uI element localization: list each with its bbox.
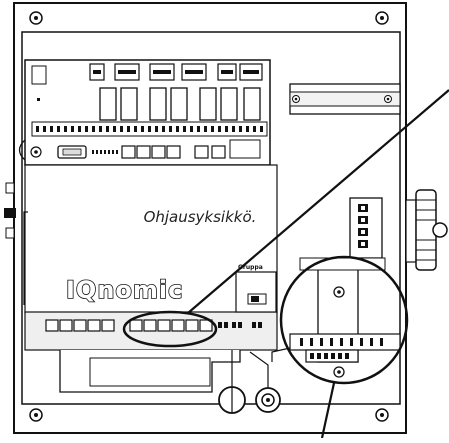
power-module-switch-knob (251, 296, 259, 302)
middle-terminal-slots (36, 126, 263, 132)
board-led (37, 98, 40, 101)
power-module (235, 271, 277, 313)
header-pins (92, 150, 118, 154)
component-mark: Gruppa (238, 264, 263, 271)
corner-screw-icon (29, 408, 43, 422)
cable-run (249, 351, 269, 388)
board-connector-block (229, 139, 261, 159)
side-cable (23, 211, 28, 305)
hinge-left-bottom (5, 227, 15, 239)
serial-port-inner (62, 148, 82, 156)
board-side-cable (18, 139, 26, 161)
din-rail-screw-icon (384, 95, 392, 103)
cable-gland-icon (218, 350, 246, 414)
board-rj45-ports (121, 145, 226, 159)
top-terminal-teeth (93, 70, 259, 74)
highlight-ellipse-ports (122, 310, 218, 348)
corner-screw-icon (29, 11, 43, 25)
hinge-left-top (5, 182, 15, 194)
corner-screw-icon (375, 11, 389, 25)
terminal-module-screw-holes (361, 206, 365, 246)
strip-rj45-ports (45, 319, 213, 332)
gateway-cable (271, 347, 291, 362)
highlight-circle-gateway (279, 255, 409, 385)
gateway-screw-icon (333, 286, 345, 298)
gateway-terminal-strip (289, 333, 401, 351)
control-unit-plate (24, 164, 278, 314)
hinge-left-mid (4, 208, 16, 218)
corner-screw-icon (375, 408, 389, 422)
gateway-terminal-dots (300, 338, 383, 346)
brand-logo: IQnomic (66, 276, 183, 304)
callout-line-ports (187, 89, 449, 314)
side-handle-ribs (416, 199, 436, 261)
base-cutout (89, 357, 211, 387)
board-mount-screw-icon (30, 146, 42, 158)
din-rail-screw-icon (292, 95, 300, 103)
din-rail-channel (289, 91, 401, 107)
gateway-screw-icon (333, 366, 345, 378)
top-terminal-row (89, 63, 263, 81)
board-chip (31, 65, 47, 85)
callout-line-gateway (320, 382, 336, 439)
gateway-rj45-slots (310, 353, 349, 359)
strip-terminals (218, 322, 262, 328)
relay-bank (99, 87, 261, 121)
side-handle-base (405, 199, 417, 263)
cable-gland-icon (255, 387, 281, 413)
side-handle-knob-icon (432, 222, 448, 238)
figure-label: Ohjausyksikkö. (144, 208, 257, 226)
